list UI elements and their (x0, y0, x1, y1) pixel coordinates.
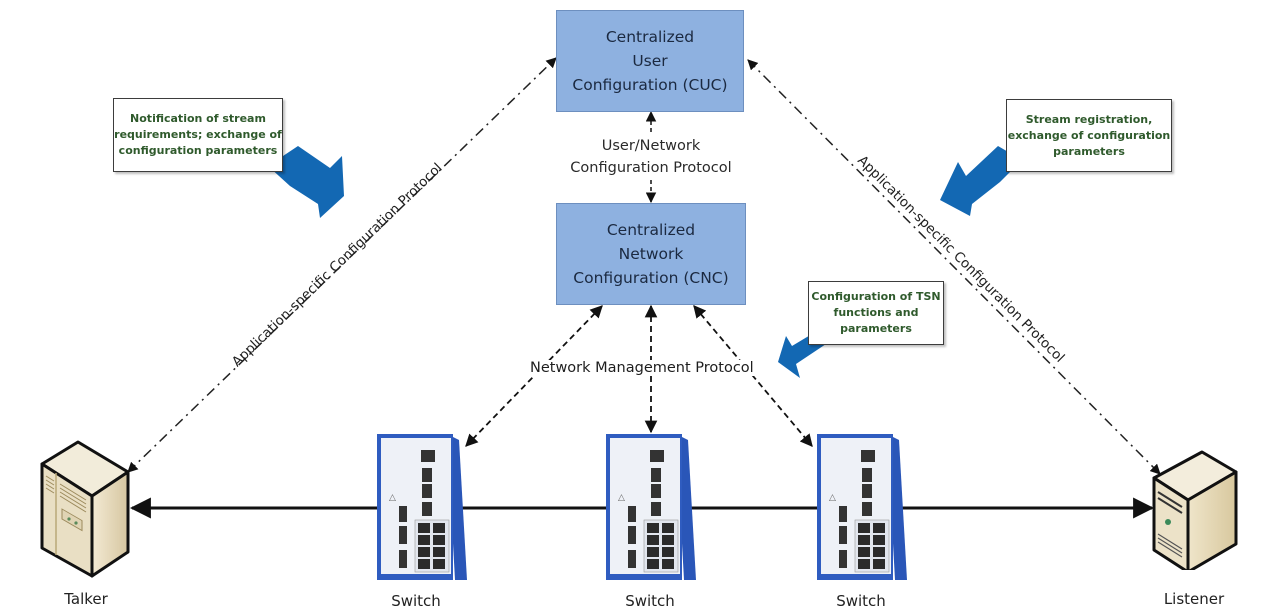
nmp-line-left (465, 305, 603, 447)
note-left: Notification of stream requirements; exc… (113, 98, 283, 172)
switch-device-3[interactable]: △ (815, 432, 907, 582)
uni-protocol-label: User/Network Configuration Protocol (551, 135, 751, 179)
network-switch-icon: △ (377, 434, 467, 580)
talker-label: Talker (64, 590, 108, 608)
svg-text:△: △ (389, 493, 396, 503)
cuc-line-2: User (632, 52, 668, 70)
cuc-line-1: Centralized (605, 28, 695, 46)
talker-device[interactable] (36, 440, 136, 580)
cnc-line-3: Configuration (CNC) (573, 269, 729, 287)
svg-text:△: △ (618, 493, 625, 503)
switch-device-2[interactable]: △ (604, 432, 696, 582)
network-switch-icon: △ (817, 434, 907, 580)
listener-device[interactable] (1150, 450, 1246, 574)
note-right-line2: exchange of configuration (1007, 128, 1171, 142)
note-left-line2: requirements; exchange of (114, 128, 282, 141)
cuc-box[interactable]: Centralized User Configuration (CUC) (556, 10, 744, 112)
switch-label-3: Switch (836, 592, 886, 610)
note-right-line1: Stream registration, (1025, 112, 1153, 126)
network-switch-icon: △ (606, 434, 696, 580)
note-tsn-line3: parameters (840, 322, 912, 335)
uni-protocol-line1: User/Network (601, 138, 701, 154)
svg-text:△: △ (829, 493, 836, 503)
uni-protocol-line2: Configuration Protocol (570, 160, 732, 176)
app-protocol-right-line (747, 59, 1161, 475)
cnc-box[interactable]: Centralized Network Configuration (CNC) (556, 203, 746, 305)
switch-device-1[interactable]: △ (375, 432, 467, 582)
note-tsn: Configuration of TSN functions and param… (808, 281, 944, 345)
switch-label-2: Switch (625, 592, 675, 610)
note-tsn-line1: Configuration of TSN (811, 290, 941, 303)
cnc-line-2: Network (618, 245, 684, 263)
switch-label-1: Switch (391, 592, 441, 610)
listener-label: Listener (1163, 590, 1225, 608)
callout-arrow-tsn (778, 334, 826, 378)
cnc-line-1: Centralized (606, 221, 696, 239)
server-tower-icon (40, 440, 130, 578)
note-right-line3: parameters (1053, 144, 1125, 158)
note-tsn-line2: functions and (833, 306, 919, 319)
callout-arrow-right (940, 146, 1022, 216)
server-icon (1152, 450, 1238, 574)
note-left-line3: configuration parameters (118, 144, 278, 157)
nmp-line-right (693, 305, 813, 447)
note-left-line1: Notification of stream (130, 112, 266, 125)
cuc-line-3: Configuration (CUC) (572, 76, 728, 94)
nmp-label: Network Management Protocol (528, 360, 756, 376)
note-right: Stream registration, exchange of configu… (1006, 99, 1172, 172)
callout-arrow-left (268, 146, 344, 218)
